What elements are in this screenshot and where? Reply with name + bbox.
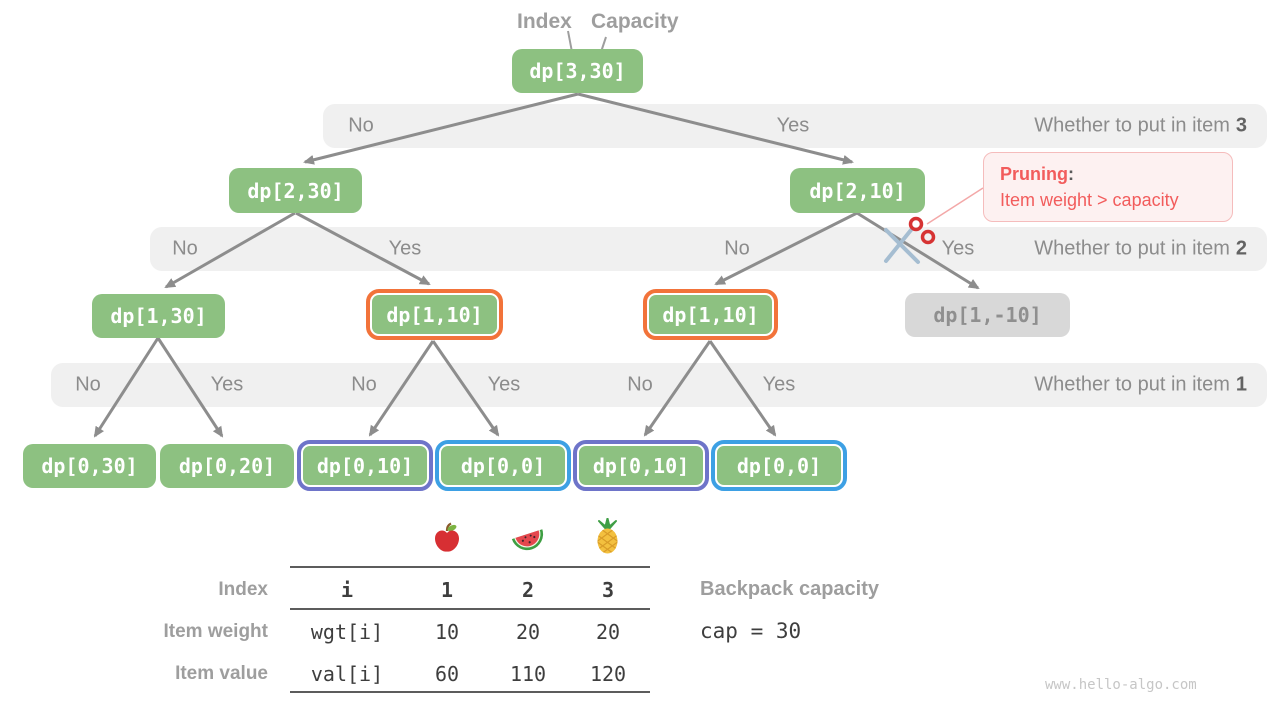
dp-node-highlight-orange: dp[1,10] <box>366 289 503 340</box>
table-row-label-weight: Item weight <box>163 621 268 642</box>
backpack-capacity-label: Backpack capacity <box>700 578 880 600</box>
table-cell: 3 <box>601 578 615 602</box>
yes-label: Yes <box>762 373 796 396</box>
no-label: No <box>351 373 377 396</box>
dp-node-root: dp[3,30] <box>512 49 643 93</box>
pineapple-icon <box>597 518 618 554</box>
pruning-callout: Pruning: Item weight > capacity <box>983 152 1233 222</box>
pruning-title: Pruning <box>1000 164 1068 184</box>
pruning-connector-line <box>926 187 984 225</box>
table-cell: 1 <box>440 578 454 602</box>
yes-label: Yes <box>210 373 244 396</box>
table-cell: 60 <box>434 662 460 686</box>
no-label: No <box>724 237 750 260</box>
table-row-label-value: Item value <box>175 663 268 684</box>
watermelon-icon <box>511 529 544 551</box>
dp-node: dp[2,30] <box>229 168 362 213</box>
backpack-capacity-value: cap = 30 <box>700 619 802 643</box>
table-row-label-index: Index <box>218 579 268 600</box>
table-cell: 120 <box>589 662 627 686</box>
yes-label: Yes <box>388 237 422 260</box>
table-cell: 10 <box>434 620 460 644</box>
yes-label: Yes <box>487 373 521 396</box>
table-cell: 2 <box>521 578 535 602</box>
no-label: No <box>348 114 374 137</box>
watermark: www.hello-algo.com <box>1045 677 1197 693</box>
dp-node-pruned: dp[1,-10] <box>905 293 1070 337</box>
dp-node-highlight-purple: dp[0,10] <box>297 440 433 491</box>
table-cell: wgt[i] <box>310 620 384 644</box>
no-label: No <box>627 373 653 396</box>
dp-node: dp[0,30] <box>23 444 156 488</box>
capacity-label: Capacity <box>591 10 679 33</box>
dp-node-highlight-blue: dp[0,0] <box>711 440 847 491</box>
dp-node-highlight-blue: dp[0,0] <box>435 440 571 491</box>
no-label: No <box>172 237 198 260</box>
table-cell: 20 <box>515 620 541 644</box>
dp-node: dp[1,30] <box>92 294 225 338</box>
table-rule <box>290 566 650 568</box>
apple-icon <box>435 522 459 552</box>
no-label: No <box>75 373 101 396</box>
table-cell: 110 <box>509 662 547 686</box>
dp-node-highlight-purple: dp[0,10] <box>573 440 709 491</box>
decision-band-item-1: No Yes No Yes No Yes Whether to put in i… <box>51 363 1267 407</box>
dp-node-highlight-orange: dp[1,10] <box>643 289 778 340</box>
table-rule <box>290 691 650 693</box>
table-cell: i <box>340 578 354 602</box>
table-cell: val[i] <box>310 662 384 686</box>
table-rule <box>290 608 650 610</box>
dp-node: dp[2,10] <box>790 168 925 213</box>
yes-label: Yes <box>941 237 975 260</box>
yes-label: Yes <box>776 114 810 137</box>
table-cell: 20 <box>595 620 621 644</box>
index-label: Index <box>517 10 572 33</box>
pruning-detail: Item weight > capacity <box>1000 190 1179 210</box>
dp-node: dp[0,20] <box>160 444 294 488</box>
